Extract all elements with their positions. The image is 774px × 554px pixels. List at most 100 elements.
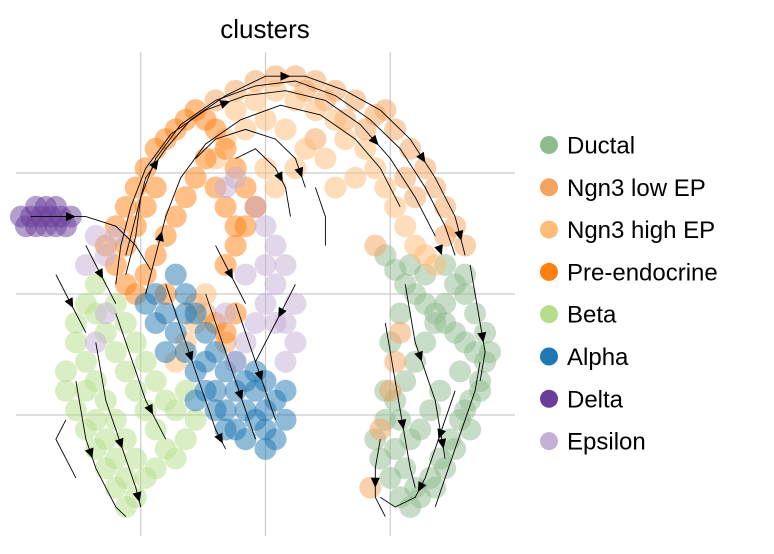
point-2-9 <box>274 118 297 141</box>
arrowhead-21 <box>214 432 223 444</box>
point-7-4 <box>264 273 287 296</box>
point-5-11 <box>254 437 277 460</box>
point-7-8 <box>224 350 247 373</box>
legend-marker-6 <box>540 389 558 408</box>
point-4-9 <box>114 496 137 518</box>
point-2-17 <box>384 195 407 218</box>
point-5-31 <box>224 418 247 441</box>
point-4-22 <box>114 360 137 383</box>
legend-label-4: Beta <box>567 302 617 329</box>
point-4-25 <box>144 418 167 441</box>
point-5-29 <box>204 379 227 402</box>
arrowhead-16 <box>85 447 94 459</box>
streamline-5 <box>195 128 306 188</box>
point-3-16 <box>114 195 137 218</box>
point-2-4 <box>304 99 327 122</box>
point-7-19 <box>224 166 247 189</box>
point-4-28 <box>174 428 197 451</box>
arrowhead-8 <box>155 231 164 242</box>
point-4-39 <box>94 428 117 451</box>
point-4-23 <box>124 379 147 402</box>
point-4-4 <box>104 408 127 431</box>
point-4-14 <box>64 399 87 422</box>
point-4-33 <box>124 331 147 354</box>
arrowhead-27 <box>224 268 233 280</box>
point-2-22 <box>284 157 307 180</box>
arrowhead-13 <box>397 419 407 430</box>
series-7 <box>74 166 307 373</box>
arrowhead-7 <box>434 244 443 256</box>
point-7-0 <box>244 195 267 218</box>
point-0-28 <box>424 312 447 334</box>
point-4-6 <box>124 447 147 470</box>
point-7-22 <box>284 292 307 315</box>
point-2-10 <box>254 108 277 131</box>
point-5-30 <box>214 399 237 422</box>
scatter-points <box>10 65 501 518</box>
point-5-36 <box>154 341 177 364</box>
streamline-21 <box>255 284 296 363</box>
point-1-25 <box>369 418 392 441</box>
series-5 <box>134 263 297 460</box>
point-2-8 <box>294 137 317 160</box>
point-5-21 <box>184 389 207 412</box>
streamline-11 <box>469 264 486 382</box>
point-0-48 <box>459 418 482 441</box>
point-2-0 <box>224 99 247 122</box>
point-7-14 <box>94 244 117 267</box>
point-3-33 <box>124 215 147 238</box>
arrowhead-0 <box>65 212 76 222</box>
point-7-3 <box>274 254 297 276</box>
arrowhead-25 <box>278 306 287 318</box>
streamline-17 <box>205 293 256 440</box>
point-3-31 <box>224 215 247 238</box>
point-2-16 <box>374 176 397 199</box>
point-0-32 <box>464 302 487 325</box>
point-3-26 <box>174 186 197 209</box>
point-2-15 <box>364 157 387 180</box>
streamline-8 <box>434 361 481 508</box>
point-5-38 <box>134 292 157 315</box>
point-2-21 <box>424 254 447 276</box>
point-4-37 <box>74 379 97 402</box>
point-5-3 <box>194 321 217 344</box>
streamline-10 <box>384 322 416 488</box>
chart-title: clusters <box>220 14 310 44</box>
point-2-30 <box>344 166 367 189</box>
point-6-10 <box>54 215 77 238</box>
arrowhead-19 <box>144 403 153 415</box>
point-0-31 <box>454 283 477 305</box>
point-0-47 <box>449 360 472 383</box>
arrowhead-23 <box>254 370 264 381</box>
streamline-15 <box>115 313 167 440</box>
point-4-42 <box>144 457 167 480</box>
point-1-15 <box>454 234 477 257</box>
arrowhead-2 <box>280 71 291 81</box>
point-2-7 <box>314 147 337 170</box>
point-2-23 <box>264 176 287 199</box>
point-3-35 <box>144 176 167 199</box>
point-3-6 <box>204 118 227 141</box>
arrowhead-4 <box>454 230 464 241</box>
arrowhead-20 <box>184 350 194 362</box>
streamline-23 <box>314 187 326 246</box>
point-4-15 <box>54 379 77 402</box>
legend-marker-7 <box>540 432 558 451</box>
streamline-16 <box>165 284 226 450</box>
point-1-16 <box>374 99 397 122</box>
arrowhead-9 <box>437 428 446 440</box>
point-1-10 <box>399 137 422 160</box>
arrowhead-15 <box>370 477 380 488</box>
streamline-2 <box>125 80 456 275</box>
point-4-27 <box>164 447 187 470</box>
point-3-30 <box>214 195 237 218</box>
point-7-1 <box>254 215 277 238</box>
point-4-0 <box>64 331 87 354</box>
point-3-12 <box>224 234 247 257</box>
legend-label-5: Alpha <box>567 344 629 371</box>
legend-marker-3 <box>540 262 558 281</box>
arrowhead-11 <box>414 350 423 362</box>
point-5-17 <box>174 341 197 364</box>
point-2-1 <box>244 89 267 112</box>
